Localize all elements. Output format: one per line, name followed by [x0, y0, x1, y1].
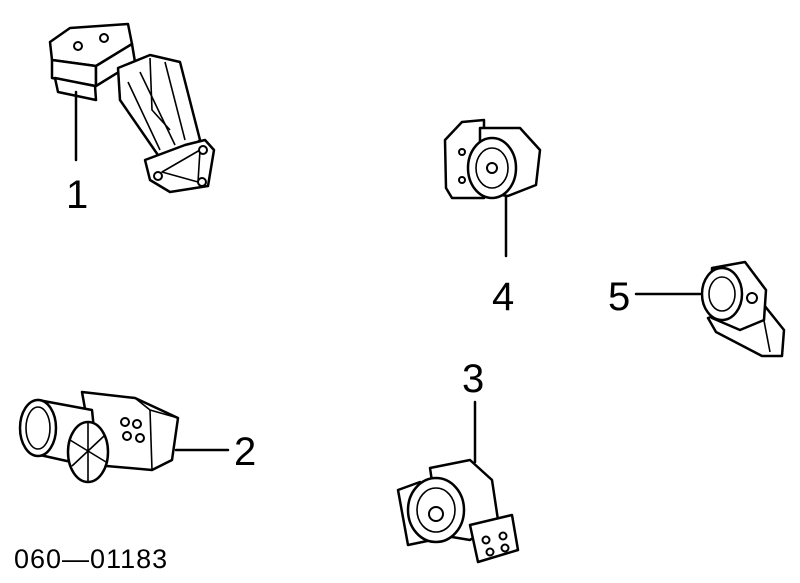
part-3-round-mount[interactable]	[396, 458, 520, 564]
callout-3[interactable]: 3	[462, 357, 484, 401]
callout-1[interactable]: 1	[66, 173, 88, 217]
part-1-bracket-mount[interactable]	[48, 22, 216, 194]
part-2-cylinder-mount[interactable]	[18, 390, 180, 484]
drawing-number: 060—01183	[14, 544, 168, 574]
part-5-side-mount[interactable]	[700, 260, 786, 358]
callout-2[interactable]: 2	[234, 430, 256, 474]
part-4-engine-mount[interactable]	[443, 118, 542, 200]
callout-4[interactable]: 4	[492, 275, 514, 319]
callout-5[interactable]: 5	[608, 275, 630, 319]
